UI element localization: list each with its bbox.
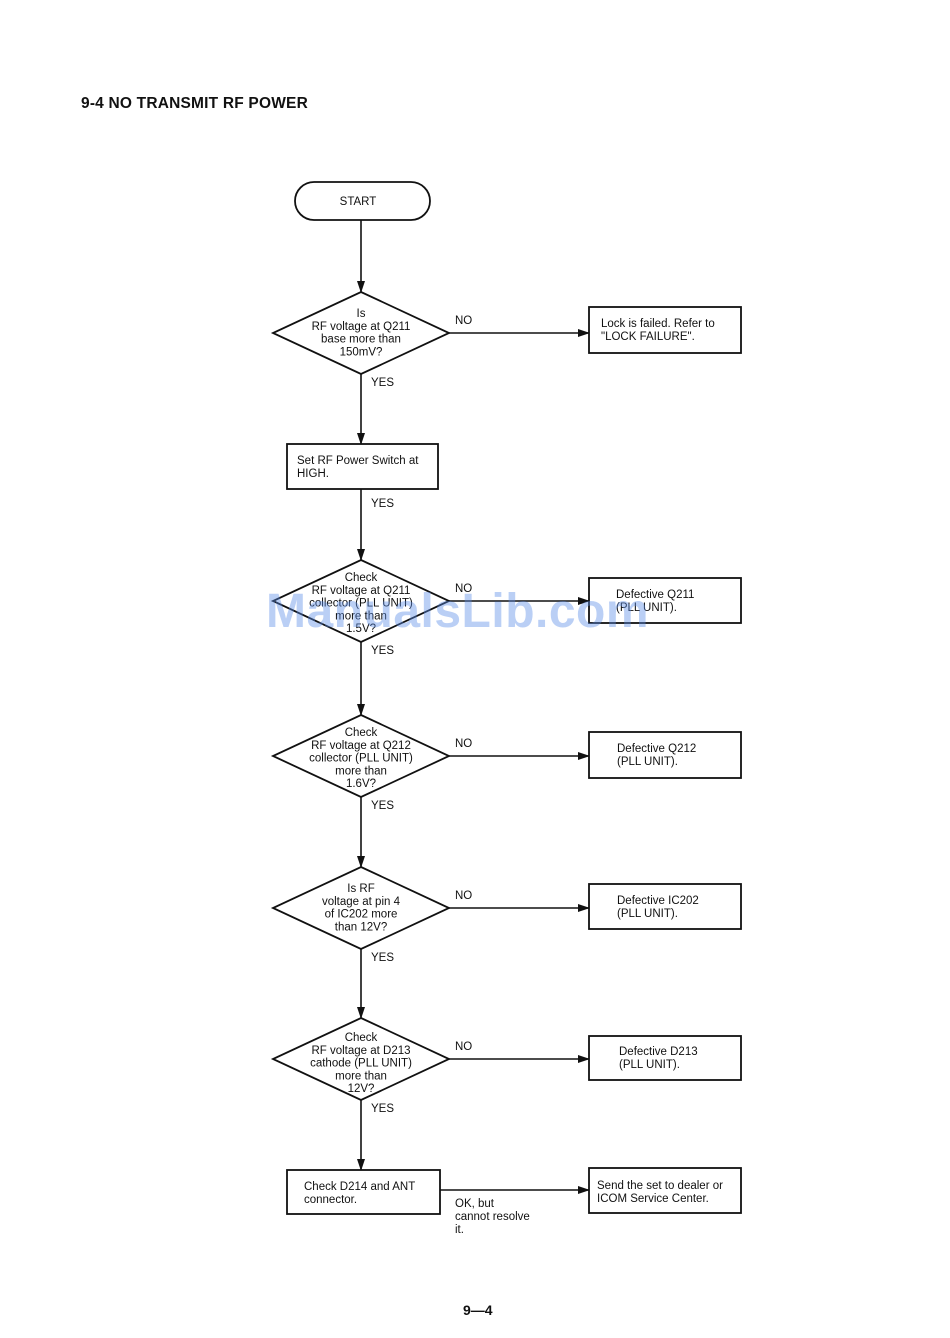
result-5-text-line-1: Defective D213 — [619, 1046, 698, 1058]
result-box-5 — [588, 1035, 742, 1081]
decision-2-text-line-3: collector (PLL UNIT) — [309, 598, 413, 610]
connectors — [357, 220, 590, 1194]
ok-label-line-3: it. — [455, 1224, 464, 1236]
check-ant-box — [286, 1169, 441, 1215]
decision-4-text-line-1: Is RF — [347, 883, 374, 895]
result-5-text-line-2: (PLL UNIT). — [619, 1059, 680, 1071]
result-box-4 — [588, 883, 742, 930]
page-title: 9-4 NO TRANSMIT RF POWER — [81, 95, 308, 112]
decision-3-yes-label: YES — [371, 800, 394, 812]
result-1-text-line-2: "LOCK FAILURE". — [601, 331, 695, 343]
result-2-text-line-1: Defective Q211 — [616, 589, 694, 601]
decision-5-text-line-2: RF voltage at D213 — [311, 1045, 410, 1057]
ok-label-line-2: cannot resolve — [455, 1211, 530, 1223]
decision-1-text-line-1: Is — [357, 308, 366, 320]
set-switch-text-line-2: HIGH. — [297, 468, 329, 480]
start-terminator — [294, 181, 431, 221]
watermark: ManualsLib.com — [266, 585, 650, 638]
decision-3-text-line-4: more than — [335, 765, 387, 777]
decision-5-diamond — [270, 1017, 452, 1101]
result-4-text-line-2: (PLL UNIT). — [617, 908, 678, 920]
ok-label-line-1: OK, but — [455, 1198, 495, 1210]
decision-1-text-line-3: base more than — [321, 334, 401, 346]
result-3-text-line-2: (PLL UNIT). — [617, 756, 678, 768]
decision-4-text-line-4: than 12V? — [335, 921, 387, 933]
decision-5-text-line-4: more than — [335, 1070, 387, 1082]
check-ant-text-line-2: connector. — [304, 1194, 357, 1206]
decision-5-no-label: NO — [455, 1041, 472, 1053]
decision-1-text-line-4: 150mV? — [340, 346, 383, 358]
set-switch-box — [286, 443, 439, 490]
set-switch-text-line-1: Set RF Power Switch at — [297, 455, 419, 467]
result-6-text-line-1: Send the set to dealer or — [597, 1180, 723, 1192]
shapes — [270, 181, 742, 1215]
result-4-text-line-1: Defective IC202 — [617, 895, 699, 907]
decision-4-no-label: NO — [455, 890, 472, 902]
decision-2-text-line-5: 1.5V? — [346, 623, 376, 635]
result-3-text-line-1: Defective Q212 — [617, 743, 696, 755]
check-ant-text-line-1: Check D214 and ANT — [304, 1181, 415, 1193]
result-1-text-line-1: Lock is failed. Refer to — [601, 318, 715, 330]
decision-3-text-line-5: 1.6V? — [346, 778, 376, 790]
start-label: START — [340, 196, 377, 208]
decision-2-text-line-4: more than — [335, 610, 387, 622]
decision-5-yes-label: YES — [371, 1103, 394, 1115]
result-box-3 — [588, 731, 742, 779]
decision-5-text-line-3: cathode (PLL UNIT) — [310, 1058, 412, 1070]
decision-3-text-line-2: RF voltage at Q212 — [311, 740, 411, 752]
decision-4-text-line-3: of IC202 more — [325, 909, 398, 921]
decision-2-yes-label: YES — [371, 645, 394, 657]
decision-1-no-label: NO — [455, 315, 472, 327]
decision-1-yes-label: YES — [371, 377, 394, 389]
decision-4-yes-label: YES — [371, 952, 394, 964]
result-6-text-line-2: ICOM Service Center. — [597, 1193, 709, 1205]
decision-1-text-line-2: RF voltage at Q211 — [312, 321, 411, 333]
decision-4-text-line-2: voltage at pin 4 — [322, 896, 401, 908]
decision-3-text-line-1: Check — [345, 727, 378, 739]
decision-5-text-line-5: 12V? — [348, 1083, 375, 1095]
result-box-6 — [588, 1167, 742, 1214]
decision-3-text-line-3: collector (PLL UNIT) — [309, 753, 413, 765]
decision-3-no-label: NO — [455, 738, 472, 750]
page-number: 9—4 — [463, 1302, 493, 1318]
set-switch-yes-label: YES — [371, 498, 394, 510]
decision-2-no-label: NO — [455, 583, 472, 595]
decision-3-diamond — [270, 714, 452, 798]
decision-1-diamond — [270, 291, 452, 375]
decision-2-text-line-1: Check — [345, 572, 378, 584]
decision-2-text-line-2: RF voltage at Q211 — [312, 585, 411, 597]
result-box-1 — [588, 306, 742, 354]
decision-2-diamond — [270, 559, 452, 643]
result-2-text-line-2: (PLL UNIT). — [616, 602, 677, 614]
decision-5-text-line-1: Check — [345, 1032, 378, 1044]
decision-4-diamond — [270, 866, 452, 950]
result-box-2 — [588, 577, 742, 624]
